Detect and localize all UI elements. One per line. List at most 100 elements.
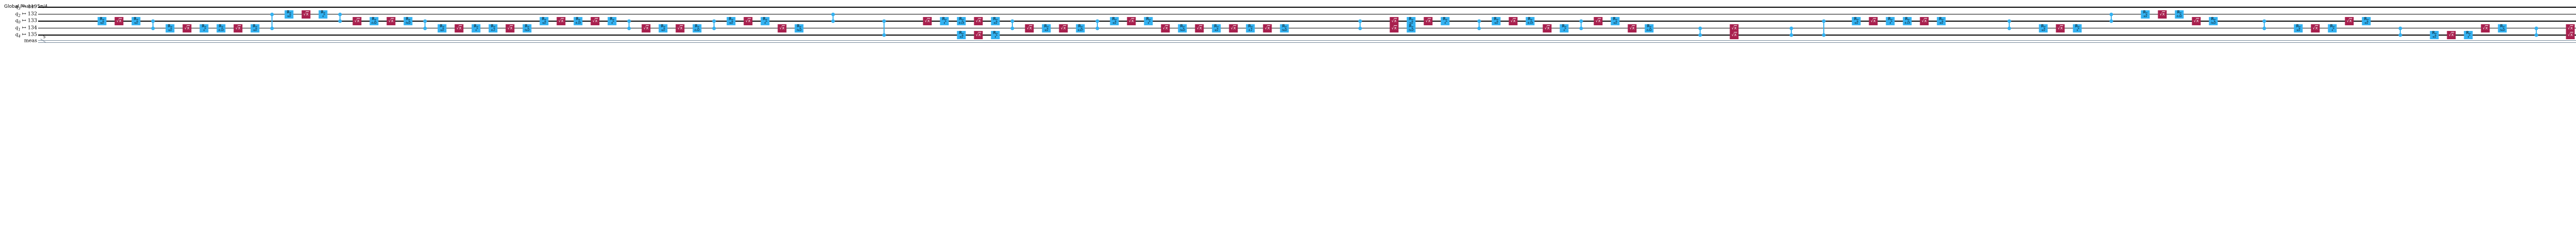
cz-gate-control-dot[interactable] <box>627 26 631 30</box>
cz-gate-control-dot[interactable] <box>2534 33 2538 37</box>
cz-gate-control-dot[interactable] <box>1822 33 1826 37</box>
cz-gate-control-dot[interactable] <box>1095 26 1099 30</box>
cz-gate-link[interactable] <box>1699 28 1701 35</box>
cz-gate-control-dot[interactable] <box>338 12 342 16</box>
cz-gate-link[interactable] <box>2263 21 2265 28</box>
cz-gate-link[interactable] <box>883 21 885 35</box>
cz-gate-control-dot[interactable] <box>2398 26 2402 30</box>
sqrt-x-gate[interactable]: √X <box>182 24 192 32</box>
cz-gate-link[interactable] <box>2399 28 2401 35</box>
cz-gate-control-dot[interactable] <box>1095 19 1099 23</box>
sqrt-x-gate[interactable]: √X <box>1628 24 1637 32</box>
cz-gate-link[interactable] <box>1096 21 1098 28</box>
sqrt-x-gate[interactable]: √X <box>1025 24 1034 32</box>
cz-gate-link[interactable] <box>1790 28 1792 35</box>
cz-gate-link[interactable] <box>628 21 630 28</box>
sqrt-x-gate[interactable]: √X <box>556 17 566 25</box>
sqrt-x-gate[interactable]: √X <box>114 17 124 25</box>
cz-gate-control-dot[interactable] <box>831 19 835 23</box>
sqrt-x-gate[interactable]: √X <box>1543 24 1552 32</box>
cz-gate-link[interactable] <box>1359 21 1361 28</box>
cz-gate-control-dot[interactable] <box>270 26 274 30</box>
cz-gate-control-dot[interactable] <box>2109 12 2113 16</box>
cz-gate-link[interactable] <box>2535 28 2537 35</box>
cz-gate-control-dot[interactable] <box>270 12 274 16</box>
cz-gate-link[interactable] <box>1823 21 1825 35</box>
cz-gate-link[interactable] <box>271 14 273 28</box>
sqrt-x-gate[interactable]: √X <box>1195 24 1204 32</box>
sqrt-x-gate[interactable]: √X <box>641 24 651 32</box>
sqrt-x-gate[interactable]: √X <box>2311 24 2320 32</box>
cz-gate-control-dot[interactable] <box>712 26 716 30</box>
sqrt-x-gate[interactable]: √X <box>923 17 932 25</box>
sqrt-x-gate[interactable]: √X <box>1594 17 1603 25</box>
cz-gate-control-dot[interactable] <box>1789 26 1793 30</box>
sqrt-x-gate[interactable]: √X <box>1423 17 1433 25</box>
sqrt-x-gate[interactable]: √X <box>1263 24 1272 32</box>
sqrt-x-gate[interactable]: √X <box>2566 24 2575 32</box>
cz-gate-control-dot[interactable] <box>831 12 835 16</box>
sqrt-x-gate[interactable]: √X <box>1869 17 1878 25</box>
sqrt-x-gate[interactable]: √X <box>1730 24 1739 32</box>
sqrt-x-gate[interactable]: √X <box>1920 17 1929 25</box>
cz-gate-control-dot[interactable] <box>1477 26 1481 30</box>
sqrt-x-gate[interactable]: √X <box>2566 31 2575 39</box>
cz-gate-control-dot[interactable] <box>1358 26 1362 30</box>
sqrt-x-gate[interactable]: √X <box>1059 24 1068 32</box>
cz-gate-control-dot[interactable] <box>2534 26 2538 30</box>
sqrt-x-gate[interactable]: √X <box>743 17 753 25</box>
cz-gate-link[interactable] <box>832 14 834 21</box>
sqrt-x-gate[interactable]: √X <box>1509 17 1518 25</box>
sqrt-x-gate[interactable]: √X <box>2447 31 2456 39</box>
sqrt-x-gate[interactable]: √X <box>1730 31 1739 39</box>
cz-gate-link[interactable] <box>1011 21 1013 28</box>
sqrt-x-gate[interactable]: √X <box>233 24 243 32</box>
sqrt-x-gate[interactable]: √X <box>454 24 464 32</box>
cz-gate-control-dot[interactable] <box>2109 19 2113 23</box>
sqrt-x-gate[interactable]: √X <box>590 17 600 25</box>
cz-gate-control-dot[interactable] <box>2398 33 2402 37</box>
cz-gate-control-dot[interactable] <box>1010 26 1014 30</box>
sqrt-x-gate[interactable]: √X <box>352 17 362 25</box>
sqrt-x-gate[interactable]: √X <box>1161 24 1170 32</box>
cz-gate-control-dot[interactable] <box>1789 33 1793 37</box>
sqrt-x-gate[interactable]: √X <box>675 24 685 32</box>
cz-gate-link[interactable] <box>2008 21 2010 28</box>
cz-gate-control-dot[interactable] <box>2007 26 2011 30</box>
cz-gate-control-dot[interactable] <box>1477 19 1481 23</box>
rz-gate[interactable]: RZπ/2 <box>1406 17 1416 25</box>
